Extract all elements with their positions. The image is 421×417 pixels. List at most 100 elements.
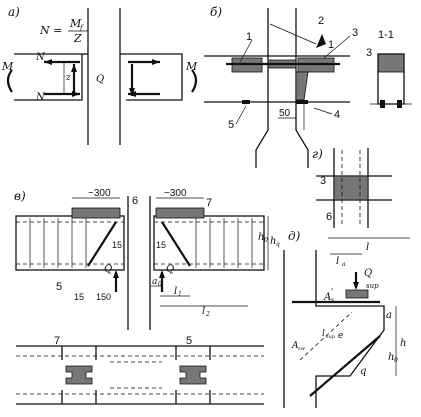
v-dim-300-left: ~300 — [88, 188, 111, 199]
v-label-l2-sub: 2 — [205, 311, 210, 318]
g-callout-6: 6 — [326, 211, 332, 223]
g-callout-3: 3 — [320, 175, 326, 187]
section-grout — [377, 53, 405, 73]
label-M-left: M — [1, 60, 14, 73]
leader-3 — [323, 35, 351, 59]
v-label-Q-left: Q — [104, 264, 112, 275]
leader-4 — [313, 107, 333, 115]
v-label-a0: a — [152, 277, 157, 287]
moment-right — [191, 69, 198, 93]
arrow-N-top-left-head — [44, 59, 52, 65]
d-label-la-sub: a — [342, 261, 346, 268]
label-z: z — [65, 73, 71, 83]
panel-b-label: б) — [210, 5, 222, 19]
v-right-stirrups — [195, 218, 253, 268]
d-label-la: l — [336, 256, 339, 267]
v-dim-15-c: 15 — [74, 292, 84, 302]
v-right-inclined-bar — [161, 221, 191, 267]
plan-right-grout — [179, 365, 207, 385]
v-dim-300-right: ~300 — [164, 188, 187, 199]
v-label-h0: h — [258, 232, 264, 243]
v-label-l1: l — [174, 286, 177, 297]
v-label-h0-sub: 0 — [264, 237, 268, 244]
d-label-Asw: A — [291, 341, 299, 351]
v-label-l1-sub: 1 — [178, 291, 182, 298]
v-label-Q-right: Q — [166, 264, 174, 275]
v-left-stirrups — [29, 218, 87, 268]
d-label-l: l — [366, 242, 369, 253]
d-label-e: e — [338, 331, 343, 341]
right-beam — [126, 53, 183, 101]
section-title: 1-1 — [378, 29, 394, 41]
d-label-h0-sub: 0 — [394, 357, 398, 364]
formula-denominator: Z — [73, 32, 82, 45]
formula-numerator: M — [69, 17, 82, 30]
panel-g: г) 3 6 — [312, 147, 392, 228]
d-bearing-pad — [345, 289, 369, 299]
d-label-lsup: l — [322, 329, 325, 339]
panel-v: в) — [14, 188, 280, 405]
arrow-Q-right-head — [129, 88, 135, 96]
callout-3: 3 — [352, 27, 358, 39]
panel-v-label: в) — [14, 189, 26, 203]
d-label-a: a — [386, 310, 392, 321]
v-label-hq: h — [270, 236, 276, 247]
section-callout-3: 3 — [366, 47, 372, 59]
v-label-l2: l — [202, 306, 205, 317]
panel-d-label: д) — [288, 229, 301, 243]
d-corbel-outline — [315, 250, 385, 408]
panel-a: а) N = M f Z N N M M Q z — [1, 5, 198, 145]
v-dim-150: 150 — [96, 292, 111, 302]
label-Q: Q — [96, 74, 104, 85]
v-right-beam — [153, 215, 265, 271]
panel-d: д) l l a Q sup A ' s a h h 0 q e l sup A… — [283, 229, 410, 408]
plan-callout-5: 5 — [186, 335, 192, 347]
d-label-h0: h — [388, 352, 394, 363]
section-bar-right — [397, 100, 402, 108]
panel-g-label: г) — [312, 147, 323, 161]
d-label-Asw-sub: sw — [298, 346, 306, 352]
d-label-As-sub: s — [331, 297, 334, 304]
d-inclined-bar — [309, 335, 381, 397]
dim-50: 50 — [279, 108, 291, 119]
callout-2: 2 — [318, 15, 324, 27]
callout-1: 1 — [246, 31, 252, 43]
leader-2 — [269, 23, 317, 45]
label-N-bottom: N — [35, 92, 46, 103]
panel-a-label: а) — [8, 5, 20, 19]
column-right — [295, 8, 309, 168]
embedded-plate-left — [242, 100, 250, 104]
leader-5 — [235, 105, 247, 125]
v-top-grout-left — [71, 207, 121, 219]
d-compression-strut — [299, 311, 353, 361]
grout-wedge — [295, 71, 309, 101]
d-label-As-prime: ' — [331, 287, 333, 296]
v-callout-7: 7 — [206, 197, 212, 209]
v-label-a0-sub: 0 — [158, 281, 162, 288]
plan-right-joint — [175, 346, 211, 404]
section-1-1: 1-1 3 — [366, 29, 412, 108]
plan-left-grout — [65, 365, 93, 385]
column-left — [255, 8, 269, 168]
v-callout-5: 5 — [56, 281, 62, 293]
section-bar-left — [380, 100, 385, 108]
v-Q-right-head — [159, 270, 165, 278]
leader-1 — [239, 39, 253, 63]
callout-1b: 1 — [328, 39, 334, 51]
arrow-1 — [316, 34, 326, 48]
v-dim-15-a: 15 — [112, 240, 122, 250]
plan-left-joint — [61, 346, 97, 404]
embedded-plate-right — [296, 100, 308, 104]
plan-callout-7: 7 — [54, 335, 60, 347]
v-label-hq-sub: q — [276, 241, 280, 248]
d-label-h: h — [400, 338, 406, 349]
d-label-Q: Q — [364, 268, 372, 279]
label-M-right: M — [185, 60, 198, 73]
arrow-Q-left-head — [71, 64, 77, 72]
d-Q-head — [353, 282, 359, 290]
arrow-N-top-right-head — [152, 59, 160, 65]
label-N-top: N — [35, 52, 46, 63]
d-label-sup: sup — [366, 282, 379, 290]
